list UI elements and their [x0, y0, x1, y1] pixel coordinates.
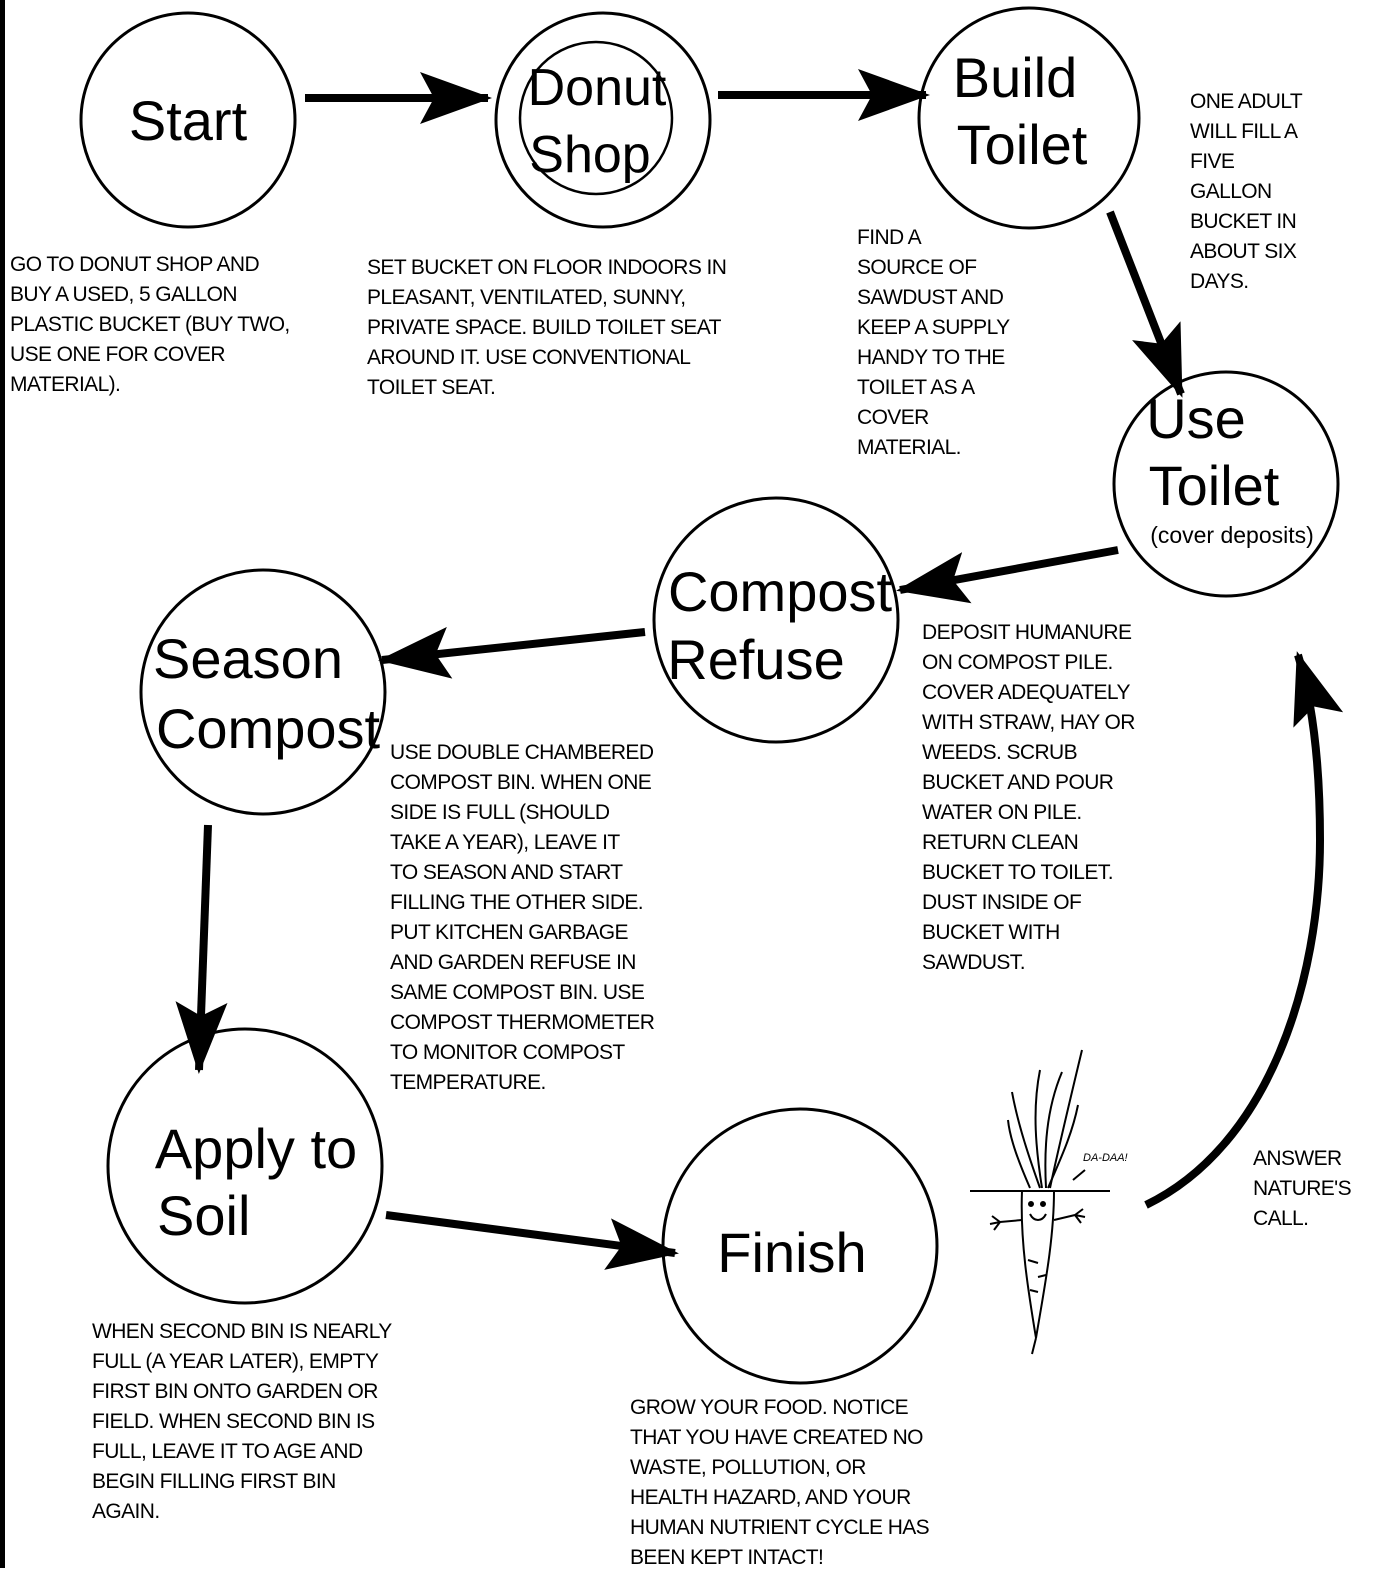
- use-toilet-sublabel: (cover deposits): [1150, 522, 1314, 548]
- note-use-toilet: DEPOSIT HUMANURE ON COMPOST PILE. COVER …: [922, 621, 1135, 974]
- season-compost-circle: [139, 568, 387, 816]
- apply-to-soil-circle: [106, 1027, 384, 1305]
- arrow-compost-refuse-to-season-compost: [378, 626, 646, 679]
- season-compost-label-line1: Season: [153, 627, 343, 690]
- compost-refuse-circle: [652, 496, 900, 744]
- start-circle: [79, 11, 297, 229]
- left-border: [0, 0, 5, 1568]
- donut-shop-label-line1: Donut: [528, 59, 667, 117]
- compost-refuse-label-line2: Refuse: [667, 628, 844, 691]
- arrow-use-toilet-to-compost-refuse: [896, 546, 1119, 604]
- carrot-character-icon: [970, 1049, 1110, 1355]
- donut-shop-circle: [494, 11, 712, 229]
- use-toilet-circle: [1112, 370, 1340, 598]
- note-start: GO TO DONUT SHOP AND BUY A USED, 5 GALLO…: [10, 253, 290, 396]
- note-donut-shop: SET BUCKET ON FLOOR INDOORS IN PLEASANT,…: [367, 256, 727, 399]
- arrow-season-compost-to-apply-to-soil: [175, 824, 228, 1074]
- note-finish: GROW YOUR FOOD. NOTICE THAT YOU HAVE CRE…: [630, 1396, 930, 1569]
- season-compost-label-line2: Compost: [156, 697, 381, 760]
- apply-to-soil-label-line2: Soil: [157, 1184, 250, 1247]
- note-compost-refuse: USE DOUBLE CHAMBERED COMPOST BIN. WHEN O…: [390, 741, 655, 1094]
- build-toilet-label-line1: Build: [953, 46, 1078, 109]
- arrow-apply-to-soil-to-finish: [385, 1211, 679, 1270]
- arrow-curved-back-to-use-toilet: [1144, 651, 1344, 1209]
- apply-to-soil-label-line1: Apply to: [155, 1117, 357, 1180]
- finish-label: Finish: [717, 1221, 866, 1284]
- compost-refuse-label-line1: Compost: [668, 560, 893, 623]
- carrot-speech: DA-DAA!: [1083, 1152, 1128, 1164]
- note-answer: ANSWER NATURE'S CALL.: [1253, 1147, 1352, 1230]
- donut-shop-label-line2: Shop: [529, 126, 650, 184]
- note-one-adult: ONE ADULT WILL FILL A FIVE GALLON BUCKET…: [1190, 90, 1303, 293]
- use-toilet-label-line2: Toilet: [1149, 454, 1280, 517]
- arrow-build-toilet-to-use-toilet: [1106, 210, 1185, 398]
- note-apply-to-soil: WHEN SECOND BIN IS NEARLY FULL (A YEAR L…: [92, 1320, 392, 1523]
- donut-icon: [518, 40, 674, 196]
- use-toilet-label-line1: Use: [1146, 387, 1246, 450]
- build-toilet-label-line2: Toilet: [957, 113, 1088, 176]
- note-build-toilet: FIND A SOURCE OF SAWDUST AND KEEP A SUPP…: [857, 226, 1010, 459]
- start-label: Start: [129, 89, 248, 152]
